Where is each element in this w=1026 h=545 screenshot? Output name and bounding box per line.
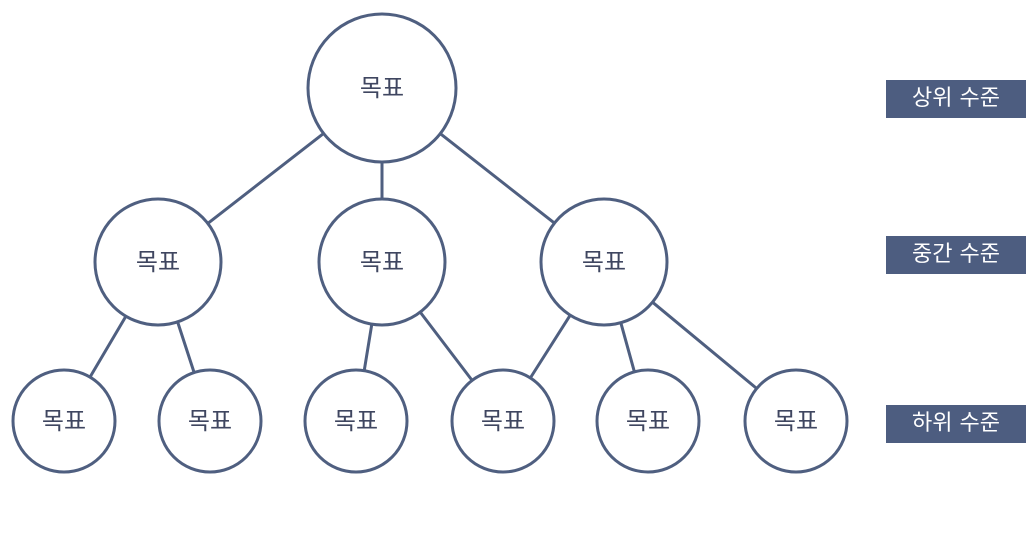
goal-node-low-3: 목표 bbox=[303, 368, 409, 474]
goal-node-low-4: 목표 bbox=[450, 368, 556, 474]
goal-node-circle bbox=[450, 368, 556, 474]
edge-mid-3-to-low-6 bbox=[651, 300, 759, 390]
edge-mid-2-to-low-3 bbox=[362, 322, 374, 373]
edge-top-1-to-mid-3 bbox=[438, 132, 556, 225]
goal-node-circle bbox=[317, 197, 447, 327]
goal-node-mid-3: 목표 bbox=[539, 197, 669, 327]
goal-node-mid-2: 목표 bbox=[317, 197, 447, 327]
goal-node-label: 목표 bbox=[626, 407, 670, 435]
goal-node-label: 목표 bbox=[188, 407, 232, 435]
edge-mid-1-to-low-2 bbox=[176, 320, 196, 374]
goal-node-low-6: 목표 bbox=[743, 368, 849, 474]
edge-mid-1-to-low-1 bbox=[88, 314, 128, 379]
goal-node-circle bbox=[595, 368, 701, 474]
goal-node-top-1: 목표 bbox=[306, 12, 458, 164]
goal-node-label: 목표 bbox=[136, 248, 180, 276]
goal-node-label: 목표 bbox=[334, 407, 378, 435]
goal-node-circle bbox=[743, 368, 849, 474]
edge-mid-2-to-low-4 bbox=[418, 310, 474, 382]
goal-node-circle bbox=[93, 197, 223, 327]
goal-node-label: 목표 bbox=[774, 407, 818, 435]
level-tag-middle: 중간 수준 bbox=[886, 236, 1026, 274]
edge-mid-3-to-low-4 bbox=[528, 313, 572, 380]
level-tag-top: 상위 수준 bbox=[886, 80, 1026, 118]
goal-node-low-5: 목표 bbox=[595, 368, 701, 474]
edge-mid-3-to-low-5 bbox=[619, 321, 636, 374]
goal-node-low-2: 목표 bbox=[157, 368, 263, 474]
edges-layer bbox=[88, 131, 759, 390]
level-tag-low: 하위 수준 bbox=[886, 405, 1026, 443]
goal-node-label: 목표 bbox=[582, 248, 626, 276]
goal-node-mid-1: 목표 bbox=[93, 197, 223, 327]
edge-top-1-to-mid-1 bbox=[206, 131, 326, 225]
goal-node-circle bbox=[306, 12, 458, 164]
goal-node-label: 목표 bbox=[360, 248, 404, 276]
goal-node-circle bbox=[303, 368, 409, 474]
goal-node-low-1: 목표 bbox=[11, 368, 117, 474]
goal-node-label: 목표 bbox=[481, 407, 525, 435]
goal-node-circle bbox=[539, 197, 669, 327]
goal-node-circle bbox=[11, 368, 117, 474]
goal-node-circle bbox=[157, 368, 263, 474]
goal-node-label: 목표 bbox=[360, 74, 404, 102]
goal-node-label: 목표 bbox=[42, 407, 86, 435]
